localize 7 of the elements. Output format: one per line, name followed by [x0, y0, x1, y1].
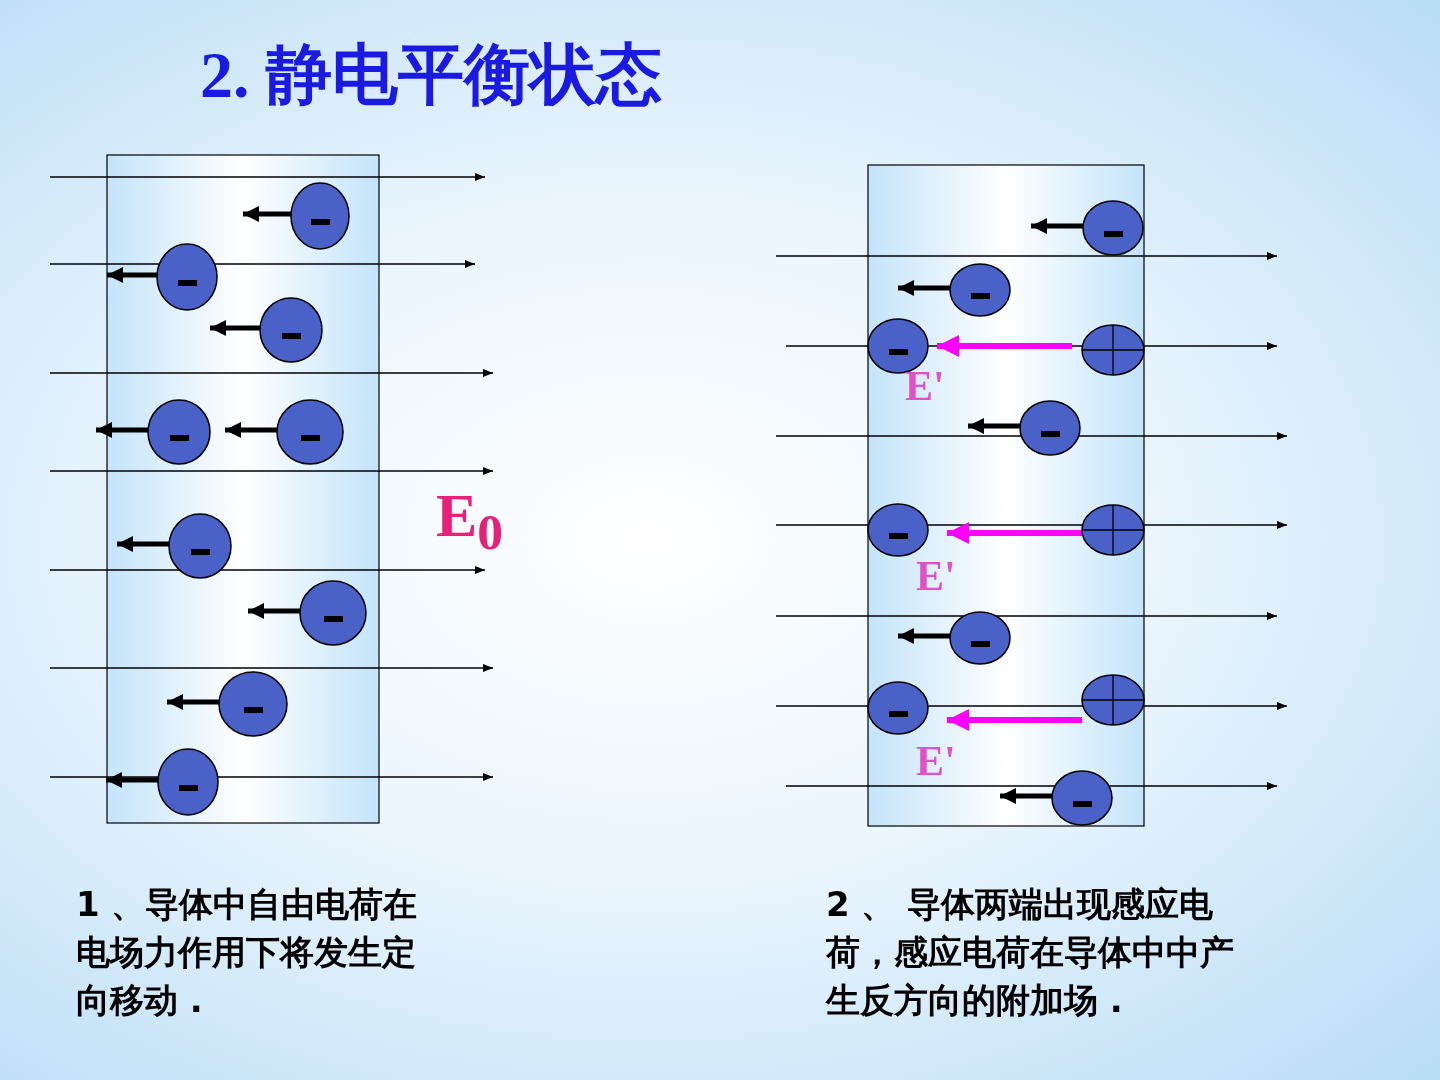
slide-title: 2. 静电平衡状态 [200, 37, 662, 113]
field-symbol: E' [916, 740, 956, 782]
field-symbol: E' [916, 555, 956, 597]
field-symbol: E$_{0}$ [436, 484, 504, 559]
caption-text: 2 、 导体两端出现感应电荷，感应电荷在导体中中产生反方向的附加场 . [826, 883, 1235, 1022]
caption-text: 1 、导体中自由电荷在电场力作用下将发生定向移动 . [76, 883, 419, 1022]
field-symbol: E' [905, 365, 945, 407]
